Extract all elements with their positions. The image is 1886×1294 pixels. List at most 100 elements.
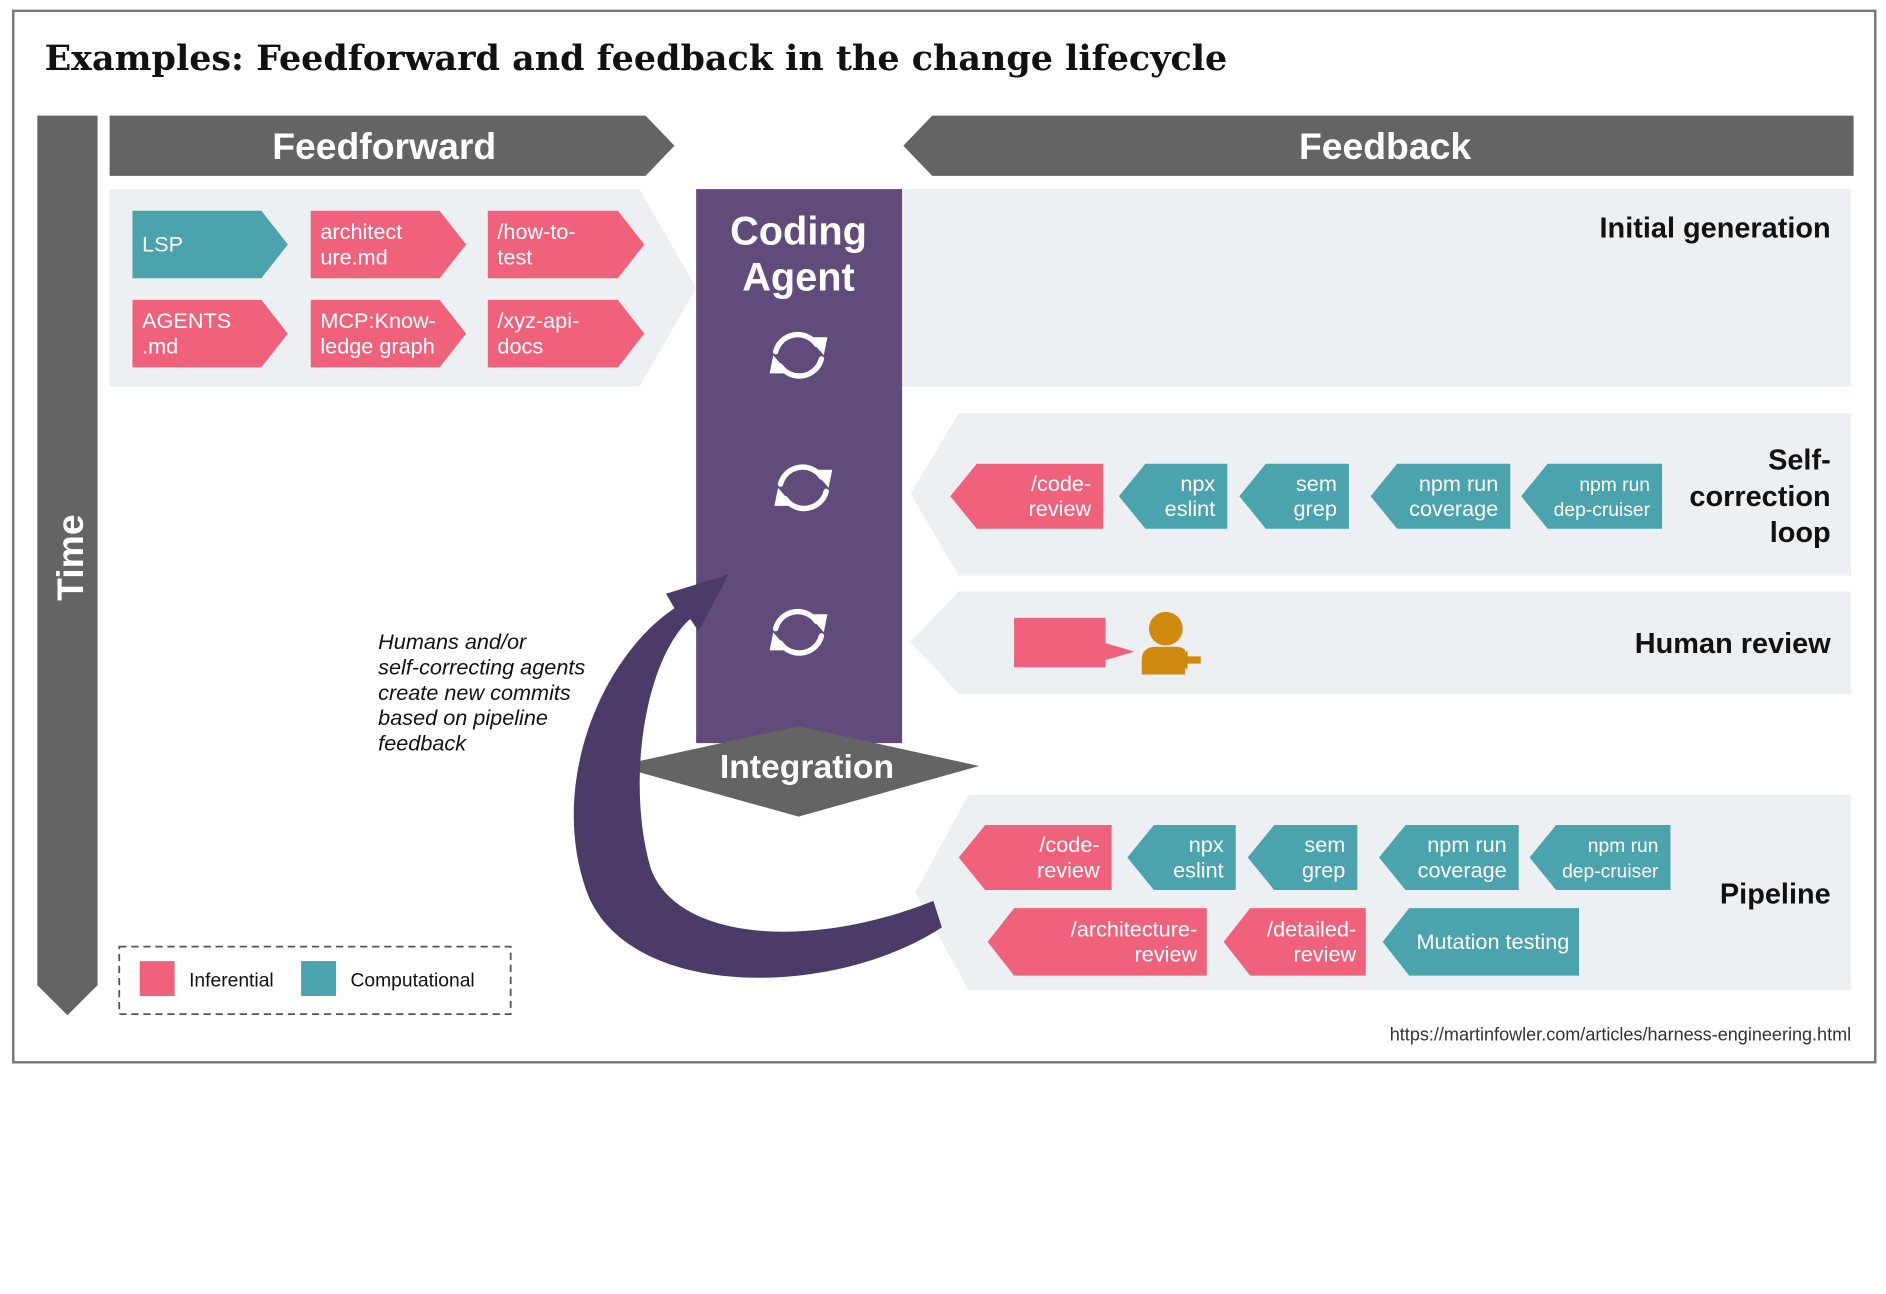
chip-shape: [1127, 825, 1236, 891]
lane-human-review-label: Human review: [1635, 628, 1831, 660]
time-label: Time: [49, 514, 91, 600]
chip-label: coverage: [1418, 857, 1507, 882]
chip-label: docs: [497, 333, 543, 358]
lane-self-correction-label-1: Self-: [1768, 445, 1831, 477]
chip-shape: [487, 299, 645, 368]
feedback-header-label: Feedback: [1299, 125, 1471, 167]
chip-label: AGENTS: [142, 308, 231, 333]
loop-note: Humans and/or self-correcting agents cre…: [378, 629, 585, 755]
chip-label: /code-: [1039, 832, 1099, 857]
cycle-icon: [774, 464, 833, 512]
chip: /how-to-test: [487, 210, 645, 279]
chip-shape: [958, 825, 1112, 891]
integration-diamond: [616, 726, 980, 817]
loop-note-line: Humans and/or: [378, 629, 527, 654]
chip-label: /code-: [1031, 471, 1091, 496]
chip-shape: [1379, 825, 1519, 891]
chip-label: npm run: [1427, 832, 1506, 857]
chip-shape: [950, 463, 1104, 529]
chip-shape: [1239, 463, 1349, 529]
cycle-icon: [769, 608, 828, 656]
chip: npm run dep-cruiser: [1529, 825, 1671, 891]
chip-label: eslint: [1173, 857, 1224, 882]
loop-note-line: based on pipeline: [378, 705, 548, 730]
chip: /code-review: [950, 463, 1104, 529]
loop-note-line: feedback: [378, 730, 467, 755]
chip-shape: [1118, 463, 1228, 529]
chip-label: test: [497, 244, 532, 269]
chip-label: grep: [1302, 857, 1345, 882]
chip-label: sem: [1304, 832, 1345, 857]
chip-label: ure.md: [320, 244, 387, 269]
feedback-loop-arrow: [573, 574, 942, 978]
chip-label: grep: [1294, 496, 1337, 521]
chip: /architecture-review: [987, 908, 1207, 976]
chip-shape: [987, 908, 1207, 976]
source-url: https://martinfowler.com/articles/harnes…: [1390, 1025, 1851, 1045]
chip: /xyz-api-docs: [487, 299, 645, 368]
chip: Mutation testing: [1382, 908, 1579, 976]
feedforward-header-label: Feedforward: [272, 125, 496, 167]
legend-computational-swatch: [301, 961, 337, 997]
chip-label: dep-cruiser: [1562, 861, 1659, 882]
diagram-title: Examples: Feedforward and feedback in th…: [45, 38, 1228, 79]
chip-shape: [1247, 825, 1358, 891]
chip-label: Mutation testing: [1416, 929, 1569, 954]
chip: AGENTS.md: [132, 299, 288, 368]
chip-shape: [1529, 825, 1671, 891]
lane-initial-generation: [900, 189, 1852, 387]
chip-label: review: [1135, 942, 1198, 967]
legend: [118, 945, 512, 1016]
chip-shape: [132, 299, 288, 368]
chip: MCP:Know-ledge graph: [310, 299, 467, 368]
coding-agent-label-1: Coding: [730, 209, 867, 253]
legend-inferential-swatch: [139, 961, 175, 997]
feedback-header: [903, 115, 1854, 176]
chip-label: /architecture-: [1071, 916, 1197, 941]
chip: /detailed-review: [1223, 908, 1366, 976]
chip-label: dep-cruiser: [1554, 500, 1651, 521]
time-arrow: [37, 115, 98, 1016]
loop-note-line: self-correcting agents: [378, 654, 585, 679]
chip-label: LSP: [142, 232, 183, 257]
lane-self-correction-label-2: correction: [1689, 481, 1830, 513]
chip-shape: [310, 299, 467, 368]
diagram: Examples: Feedforward and feedback in th…: [12, 9, 1877, 1064]
lane-initial-generation-label: Initial generation: [1600, 212, 1831, 244]
feedforward-header: [109, 115, 675, 176]
chip-shape: [1382, 908, 1579, 976]
chip-label: sem: [1296, 471, 1337, 496]
chip: /code-review: [958, 825, 1112, 891]
chip-label: review: [1037, 857, 1100, 882]
chip: architecture.md: [310, 210, 467, 279]
chip-label: /xyz-api-: [497, 308, 579, 333]
chip-shape: [1223, 908, 1366, 976]
review-comment-icon: [1014, 617, 1135, 668]
chip-label: npx: [1189, 832, 1224, 857]
chip-shape: [487, 210, 645, 279]
chip-label: architect: [320, 219, 402, 244]
person-review-icon: [1141, 611, 1201, 675]
chip-label: npm run: [1588, 836, 1659, 857]
chip-label: /how-to-: [497, 219, 575, 244]
chip-label: coverage: [1409, 496, 1498, 521]
chip-shape: [310, 210, 467, 279]
legend-inferential-label: Inferential: [189, 970, 274, 991]
lane-self-correction-label-3: loop: [1770, 517, 1831, 549]
chip-label: .md: [142, 333, 178, 358]
chip-shape: [132, 210, 288, 279]
chip-label: eslint: [1165, 496, 1216, 521]
chip: LSP: [132, 210, 288, 279]
integration-label: Integration: [720, 748, 894, 786]
cycle-icon: [769, 331, 828, 379]
chip-label: review: [1029, 496, 1092, 521]
loop-note-line: create new commits: [378, 680, 571, 705]
chip-label: review: [1294, 942, 1357, 967]
